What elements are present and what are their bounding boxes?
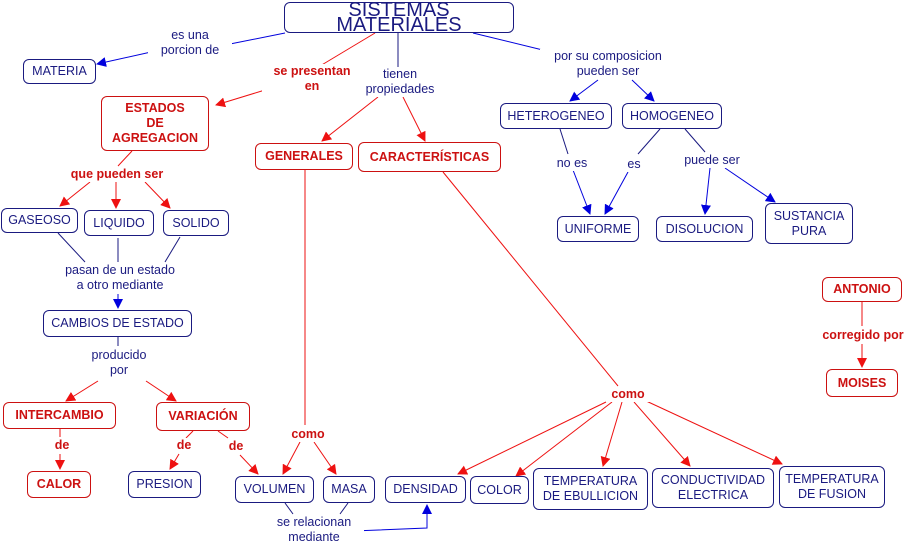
link-como-generales: como (286, 427, 330, 442)
node-homogeneo[interactable]: HOMOGENEO (622, 103, 722, 129)
node-liquido[interactable]: LIQUIDO (84, 210, 154, 236)
edge-tienen-caracteristicas (402, 96, 426, 142)
edge-de1-presion (169, 453, 180, 470)
link-de-volumen: de (222, 439, 250, 454)
link-puede-ser: puede ser (673, 153, 751, 168)
node-densidad[interactable]: DENSIDAD (385, 476, 466, 503)
link-por-su-composicion: por su composicion pueden ser (540, 49, 676, 79)
node-materia[interactable]: MATERIA (23, 59, 96, 84)
node-volumen[interactable]: VOLUMEN (235, 476, 314, 503)
edge-tienen-generales (321, 96, 379, 142)
link-se-presentan-en: se presentan en (262, 64, 362, 94)
node-conductividad-electrica[interactable]: CONDUCTIVIDAD ELECTRICA (652, 468, 774, 508)
node-disolucion[interactable]: DISOLUCION (656, 216, 753, 242)
link-pasan-de-un-estado: pasan de un estado a otro mediante (50, 263, 190, 293)
edge-como-masa (313, 441, 337, 475)
edge-homogeneo-es (637, 128, 661, 155)
edge-quepueden-solido (144, 181, 171, 209)
link-como-caracteristicas: como (606, 387, 650, 402)
edge-composicion-heterogeneo (569, 79, 599, 102)
edge-noes-uniforme (572, 169, 592, 215)
node-variacion[interactable]: VARIACIÓN (156, 402, 250, 431)
edge-relacionan-densidad (352, 504, 432, 532)
node-presion[interactable]: PRESION (128, 471, 201, 498)
node-caracteristicas[interactable]: CARACTERÍSTICAS (358, 142, 501, 172)
edge-producido-intercambio (65, 380, 99, 402)
edge-como-color (515, 401, 613, 477)
link-de-calor: de (48, 438, 76, 453)
edge-puede-sustancia (724, 167, 776, 203)
node-temperatura-fusion[interactable]: TEMPERATURA DE FUSION (779, 466, 885, 508)
edge-title-presentan (319, 32, 376, 67)
edge-gaseoso-pasan (57, 232, 86, 263)
node-solido[interactable]: SOLIDO (163, 210, 229, 236)
node-antonio[interactable]: ANTONIO (822, 277, 902, 302)
link-producido-por: producido por (82, 348, 156, 378)
node-sustancia-pura[interactable]: SUSTANCIA PURA (765, 203, 853, 244)
link-que-pueden-ser: que pueden ser (60, 167, 174, 182)
link-corregido-por: corregido por (812, 328, 911, 343)
edge-estados-quepueden (117, 150, 133, 167)
edge-volumen-relacionan (284, 502, 294, 515)
node-moises[interactable]: MOISES (826, 369, 898, 397)
edge-puede-disolucion (701, 167, 711, 215)
edge-como-volumen (282, 441, 301, 475)
node-calor[interactable]: CALOR (27, 471, 91, 498)
node-sistemas-materiales[interactable]: SISTEMAS MATERIALES (284, 0, 514, 35)
edge-como-ebullicion (600, 401, 623, 467)
link-de-presion: de (170, 438, 198, 453)
edge-quepueden-gaseoso (59, 181, 91, 207)
edge-presentan-estados (215, 89, 266, 108)
node-masa[interactable]: MASA (323, 476, 375, 503)
edge-producido-variacion (145, 380, 177, 402)
edge-composicion-homogeneo (631, 79, 655, 102)
edge-caracteristicas-como (442, 171, 619, 387)
edge-como-fusion (643, 399, 783, 465)
edge-title-porcion (224, 32, 286, 46)
edge-masa-relacionan (339, 502, 349, 515)
edge-variacion-de2 (217, 430, 229, 439)
node-estados-agregacion[interactable]: ESTADOS DE AGREGACION (101, 96, 209, 151)
link-es: es (620, 157, 648, 172)
edge-heterogeneo-noes (559, 128, 569, 155)
link-es-una-porcion-de: es una porcion de (148, 28, 232, 58)
node-color[interactable]: COLOR (470, 476, 529, 504)
edge-solido-pasan (164, 236, 181, 263)
node-intercambio[interactable]: INTERCAMBIO (3, 402, 116, 429)
edge-como-conductividad (633, 401, 691, 467)
node-cambios-de-estado[interactable]: CAMBIOS DE ESTADO (43, 310, 192, 337)
node-heterogeneo[interactable]: HETEROGENEO (500, 103, 612, 129)
link-tienen-propiedades: tienen propiedades (352, 67, 448, 97)
edge-homogeneo-puede (684, 128, 706, 153)
node-uniforme[interactable]: UNIFORME (557, 216, 639, 242)
link-no-es: no es (548, 156, 596, 171)
edge-de2-volumen (239, 454, 259, 475)
node-temperatura-ebullicion[interactable]: TEMPERATURA DE EBULLICION (533, 468, 648, 510)
edge-como-densidad (457, 401, 607, 475)
link-se-relacionan-mediante: se relacionan mediante (264, 515, 364, 545)
node-generales[interactable]: GENERALES (255, 143, 353, 170)
node-gaseoso[interactable]: GASEOSO (1, 208, 78, 233)
edge-variacion-de1 (185, 430, 194, 439)
edge-es-uniforme (604, 171, 629, 215)
